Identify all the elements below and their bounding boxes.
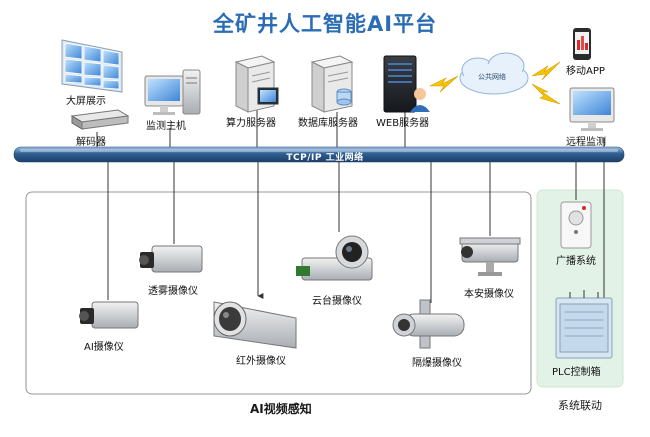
signal-bolt-icon — [429, 61, 561, 105]
label-monitor-host: 监测主机 — [146, 121, 186, 132]
tcpip-bus — [13, 146, 625, 163]
label-plc: PLC控制箱 — [552, 367, 601, 378]
label-decoder: 解码器 — [76, 137, 106, 148]
camera-connectors — [107, 162, 605, 303]
bus-label: TCP/IP 工业网络 — [286, 153, 364, 163]
explosion-camera-icon — [392, 299, 465, 349]
section-linkage: 系统联动 — [558, 399, 602, 412]
label-web-server: WEB服务器 — [376, 118, 430, 129]
infrared-camera-icon — [213, 301, 297, 349]
mobile-phone-icon — [573, 28, 591, 60]
page-title: 全矿井人工智能AI平台 — [212, 12, 438, 36]
cloud-icon — [459, 52, 529, 95]
label-fog-camera: 透雾摄像仪 — [148, 286, 198, 297]
cloud-label: 公共网络 — [478, 73, 506, 81]
label-intrinsic-camera: 本安摄像仪 — [464, 289, 514, 300]
label-remote-monitor: 远程监测 — [566, 137, 606, 148]
monitor-host-icon — [144, 69, 201, 115]
label-explosion-camera: 隔爆摄像仪 — [412, 358, 462, 369]
label-ai-camera: AI摄像仪 — [84, 342, 124, 353]
ptz-camera-icon — [296, 235, 373, 281]
label-broadcast: 广播系统 — [556, 256, 596, 267]
section-ai-vision: AI视频感知 — [250, 402, 312, 416]
decoder-icon — [70, 109, 130, 130]
database-server-icon — [310, 55, 354, 113]
label-compute-server: 算力服务器 — [226, 118, 276, 129]
label-ptz-camera: 云台摄像仪 — [312, 296, 362, 307]
top-connectors — [96, 110, 605, 148]
ai-camera-icon — [79, 301, 139, 329]
label-big-screen: 大屏展示 — [66, 96, 106, 107]
fog-camera-icon — [139, 245, 203, 273]
ai-vision-container — [25, 191, 532, 395]
plc-cabinet-icon — [555, 290, 613, 359]
web-server-icon — [383, 55, 430, 113]
compute-server-icon — [234, 55, 279, 113]
broadcast-speaker-icon — [560, 201, 592, 249]
remote-monitor-icon — [569, 87, 615, 131]
label-mobile-app: 移动APP — [566, 66, 605, 77]
video-wall-icon — [61, 39, 123, 93]
label-db-server: 数据库服务器 — [298, 118, 358, 129]
label-infrared-camera: 红外摄像仪 — [236, 356, 286, 367]
intrinsic-camera-icon — [459, 237, 521, 276]
